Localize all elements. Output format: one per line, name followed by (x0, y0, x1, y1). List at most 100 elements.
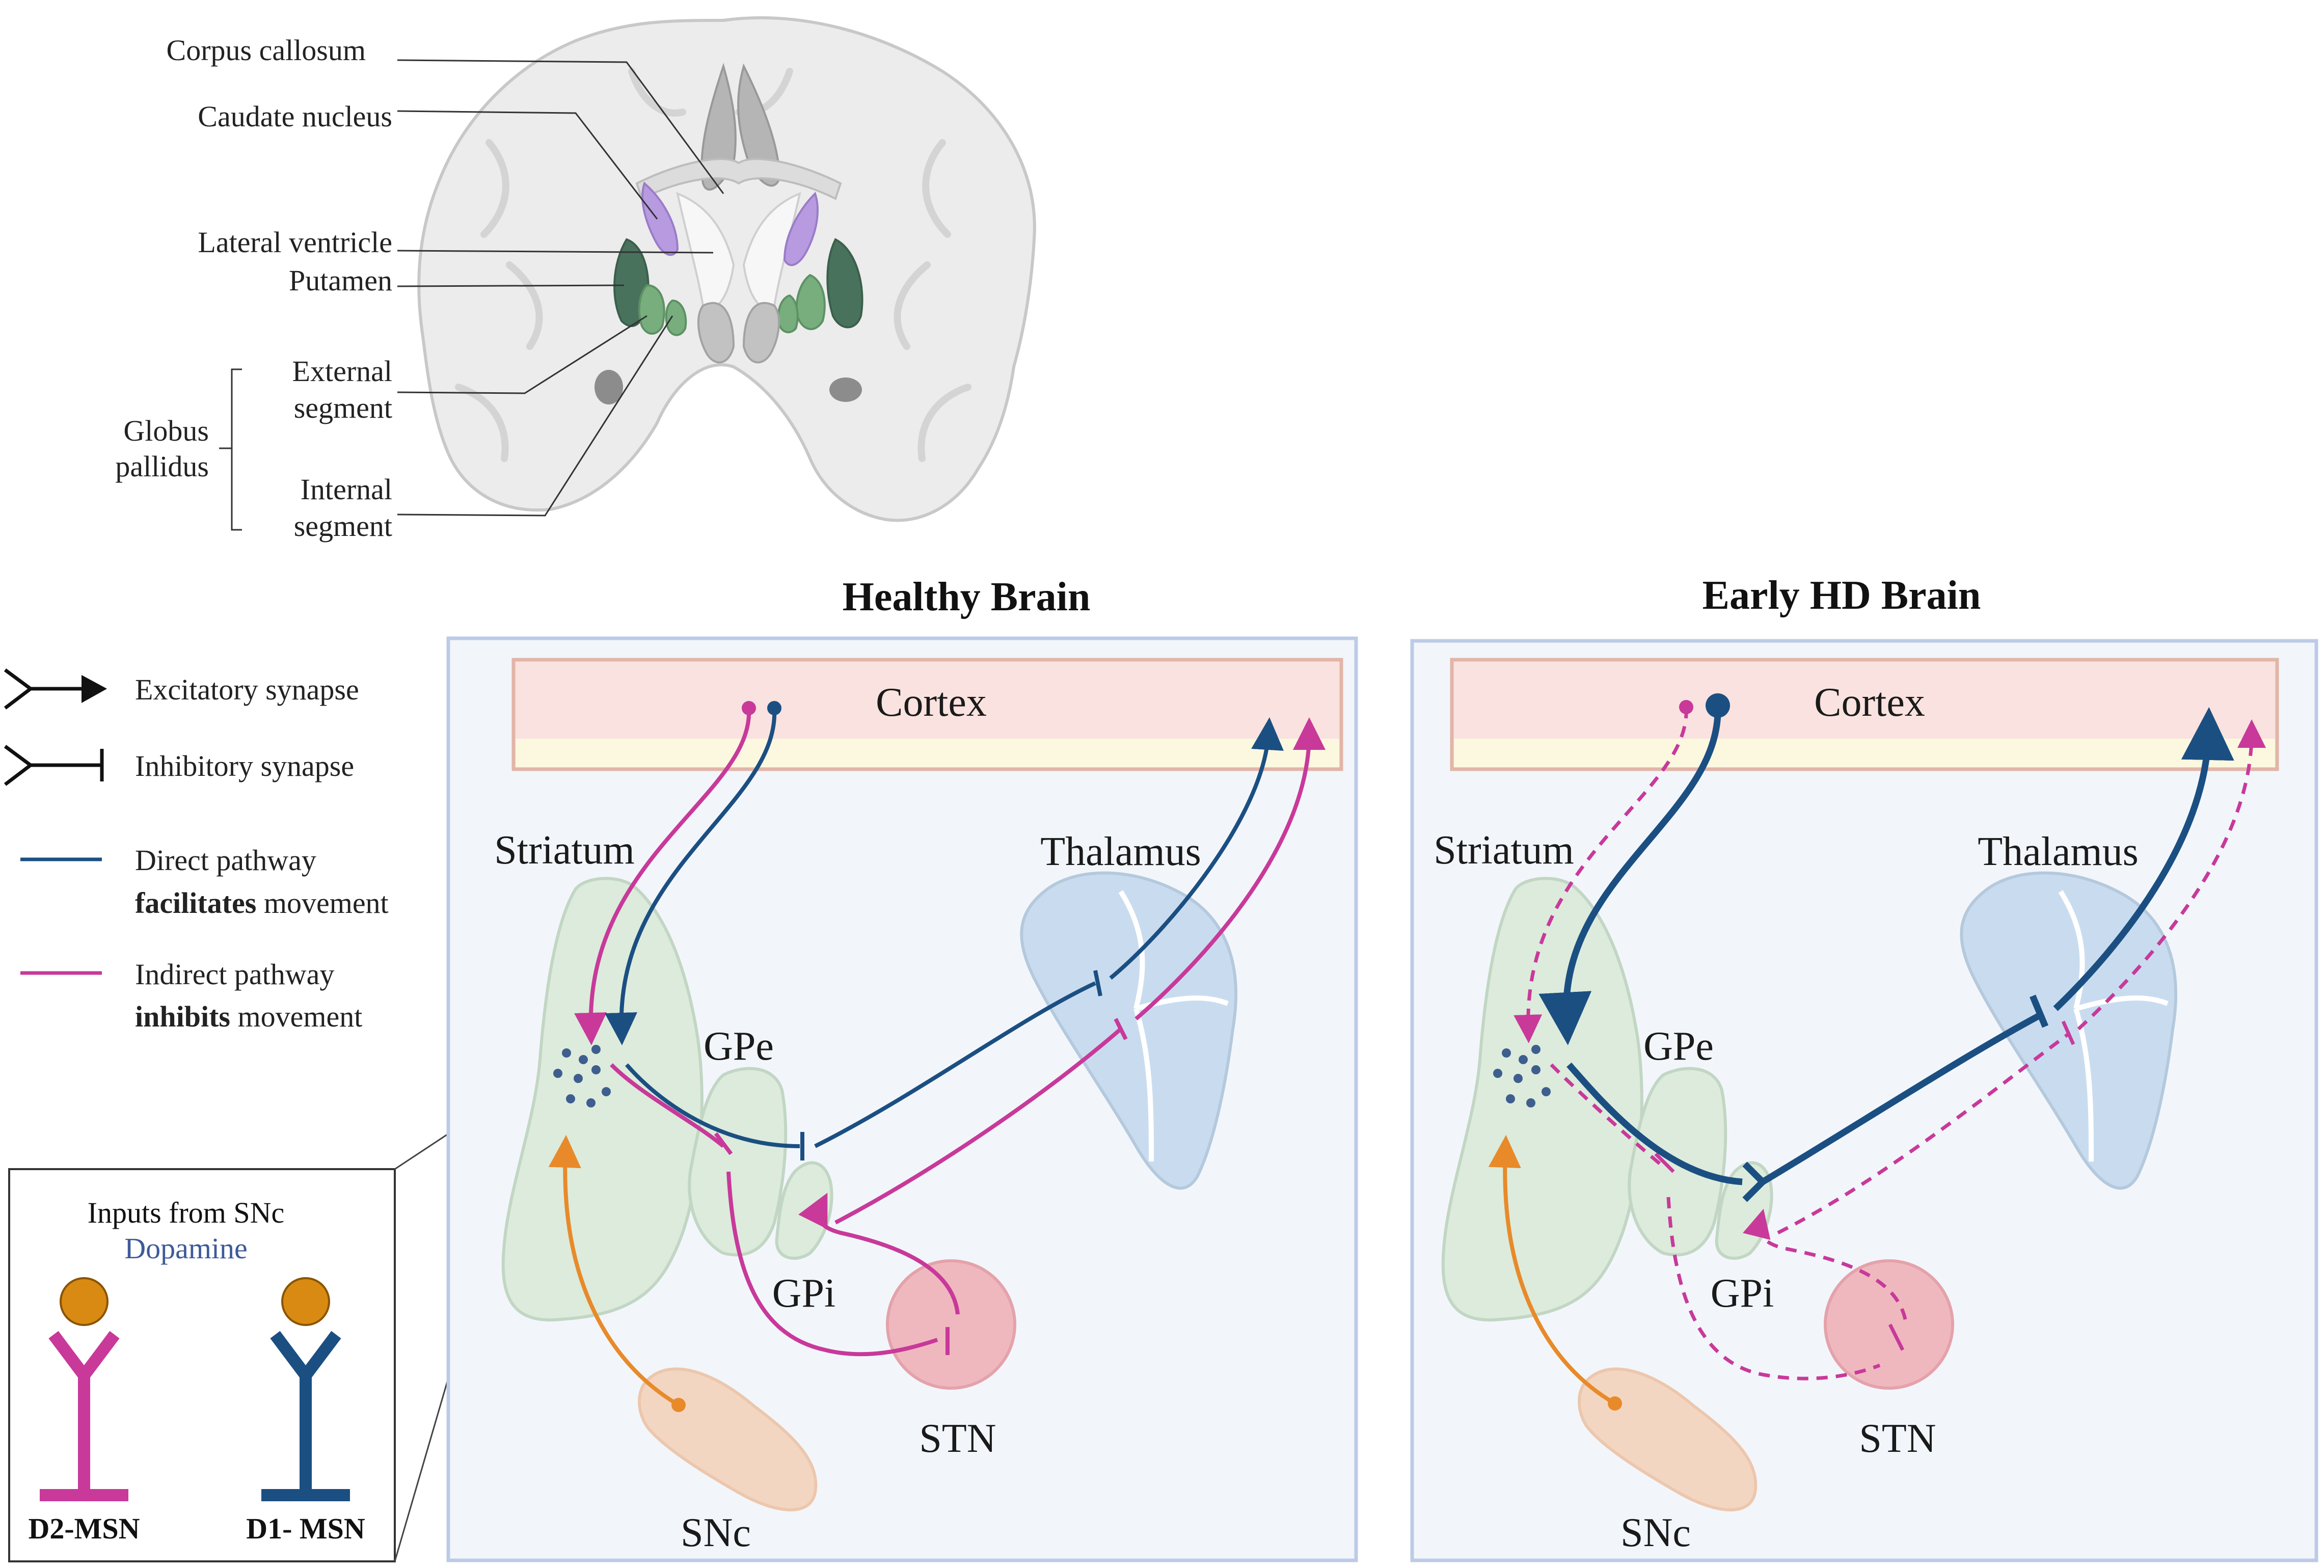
leader-lateral-ventricle (397, 250, 714, 254)
stn-to-gpi-indirect (798, 1193, 960, 1315)
striatum-shape (1441, 877, 1643, 1322)
pathways-healthy (548, 701, 1326, 1412)
leader-external (397, 315, 647, 394)
legend-direct-sub: facilitates movement (135, 886, 389, 920)
label-lateral-ventricle: Lateral ventricle (198, 226, 392, 259)
label-internal-1: Internal (301, 473, 392, 506)
label-corpus-callosum: Corpus callosum (167, 34, 366, 67)
cortex-to-striatum-indirect (1514, 707, 1688, 1043)
pathways-hd (1488, 693, 2266, 1411)
gpi-label: GPi (1711, 1271, 1774, 1316)
panel-hd-title: Early HD Brain (1703, 573, 1981, 618)
dopamine-ball-icon (281, 1277, 330, 1326)
inset-subtitle: Dopamine (124, 1232, 248, 1265)
cortex-label: Cortex (1814, 680, 1925, 725)
inhibitory-tee-icon (1654, 1152, 1675, 1173)
cortex-region: Cortex (1450, 658, 2279, 771)
cortex-label: Cortex (876, 680, 987, 725)
arrowhead-icon (82, 675, 107, 703)
d2-receptor: D2-MSN (28, 1277, 140, 1545)
legend-inhibitory-glyph (4, 745, 34, 786)
striatum-shape (501, 877, 704, 1322)
hippocampus-left (594, 370, 623, 404)
gpi-to-thalamus-indirect (1777, 1033, 2070, 1235)
snc-to-striatum-dopamine (1488, 1135, 1616, 1405)
putamen-right (826, 238, 863, 329)
thalamus-to-cortex-direct (1109, 717, 1284, 980)
label-external-2: segment (294, 391, 392, 424)
legend: Excitatory synapse Inhibitory synapse Di… (4, 668, 389, 1033)
brain-labels: Corpus callosum Caudate nucleus Lateral … (115, 34, 724, 543)
label-globus-2: pallidus (115, 450, 209, 483)
snc-shape (1578, 1367, 1758, 1511)
legend-indirect-label: Indirect pathway (135, 958, 334, 991)
inset-title: Inputs from SNc (88, 1196, 285, 1229)
gpe-label: GPe (1643, 1024, 1714, 1069)
snc-label: SNc (681, 1510, 751, 1555)
stn-shape (886, 1259, 1016, 1390)
stn-to-gpi-indirect (1743, 1208, 1907, 1320)
label-internal-2: segment (294, 509, 392, 543)
gpi-label: GPi (772, 1271, 836, 1316)
stn-label: STN (919, 1416, 996, 1461)
cortex-to-striatum-direct (605, 708, 777, 1045)
legend-inhibitory: Inhibitory synapse (4, 745, 354, 786)
brain-coronal-section (417, 16, 1036, 522)
thalamus-gray (697, 302, 780, 364)
thalamus-label: Thalamus (1040, 829, 1201, 874)
striatum-neuron-dots (1493, 1045, 1551, 1107)
d1-label: D1- MSN (246, 1512, 365, 1545)
legend-excitatory-glyph (4, 668, 34, 710)
gpe-to-stn-indirect (726, 1171, 938, 1357)
legend-direct: Direct pathway facilitates movement (20, 844, 389, 920)
gp-internal-right (777, 294, 799, 334)
inhibitory-tee-icon (1093, 970, 1102, 996)
cortex-to-striatum-direct (1538, 705, 1721, 1045)
legend-inhibitory-label: Inhibitory synapse (135, 749, 354, 782)
gpe-shape (688, 1067, 788, 1257)
inhibitory-tee-icon (1888, 1323, 1905, 1351)
d2-label: D2-MSN (28, 1512, 140, 1545)
gpi-to-thalamus-direct (814, 981, 1096, 1148)
panel-hd: Early HD Brain Cortex Striatum Thalamus … (1410, 573, 2318, 1562)
label-putamen: Putamen (289, 264, 392, 297)
striatum-label: Striatum (1434, 828, 1574, 873)
striatum-neuron-dots (553, 1045, 611, 1107)
gp-internal-left (665, 299, 687, 336)
stn-shape (1824, 1259, 1954, 1390)
striatum-to-gpi-direct (1566, 1062, 1743, 1185)
label-globus-1: Globus (123, 414, 209, 447)
panel-healthy-title: Healthy Brain (843, 575, 1091, 619)
d2-receptor-icon (40, 1331, 128, 1501)
snc-label: SNc (1620, 1510, 1691, 1555)
thalamus-to-cortex-indirect (1134, 717, 1326, 1021)
gp-external-left (638, 284, 665, 335)
caudate-left (641, 181, 679, 256)
gpe-label: GPe (704, 1024, 774, 1069)
gpi-to-thalamus-indirect (834, 1027, 1122, 1225)
cortex-region: Cortex (511, 658, 1343, 771)
leader-putamen (397, 284, 625, 287)
stn-label: STN (1859, 1416, 1936, 1461)
striatum-label: Striatum (494, 828, 635, 873)
legend-indirect-sub: inhibits movement (135, 1000, 362, 1033)
gpe-to-stn-indirect (1666, 1197, 1881, 1381)
legend-excitatory: Excitatory synapse (4, 668, 359, 710)
inhibitory-tee-icon (1114, 1018, 1128, 1040)
thalamus-label: Thalamus (1978, 829, 2138, 874)
thalamus-to-cortex-indirect (2077, 719, 2266, 1031)
d1-receptor: D1- MSN (246, 1277, 365, 1545)
hippocampus-right (829, 377, 862, 402)
d1-receptor-icon (261, 1331, 350, 1501)
legend-direct-label: Direct pathway (135, 844, 316, 877)
inhibitory-tee-icon (2030, 994, 2048, 1028)
label-caudate-nucleus: Caudate nucleus (198, 100, 392, 133)
gp-external-right (795, 274, 826, 330)
corpus-callosum-band (635, 158, 842, 200)
inhibitory-tee-icon (714, 1132, 733, 1155)
striatum-to-gpe-indirect (610, 1063, 725, 1148)
legend-excitatory-label: Excitatory synapse (135, 673, 359, 706)
panel-healthy: Healthy Brain Cortex Striatum Thalamus G… (446, 575, 1358, 1562)
brain-sulci (455, 68, 971, 462)
